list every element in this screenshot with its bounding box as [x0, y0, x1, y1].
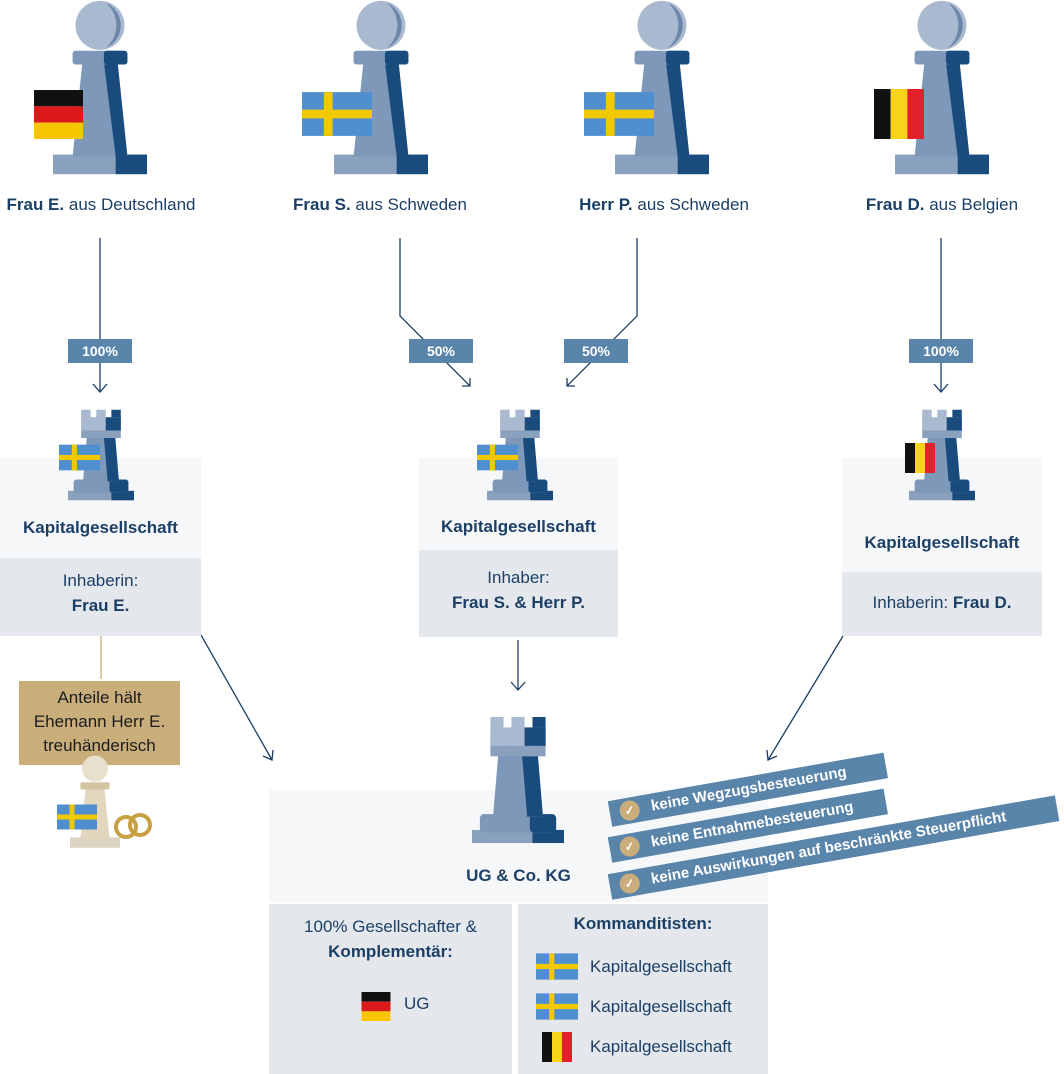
rook-icon [472, 716, 564, 844]
company-title: Kapitalgesellschaft [23, 518, 178, 537]
flag-sweden-icon [57, 804, 97, 830]
owner-name: Frau D. [952, 593, 1012, 612]
flag-sweden-icon [477, 444, 518, 471]
check-icon: ✓ [618, 834, 642, 859]
owner-label: Inhaberin: [62, 571, 139, 590]
general-partner-panel [269, 904, 512, 1074]
company-owner-box: Inhaberin: Frau D. [842, 572, 1042, 636]
flag-sweden-icon [536, 993, 578, 1020]
general-partner-entity: UG [404, 994, 430, 1013]
trustee-note: Anteile hält Ehemann Herr E. treuhänderi… [19, 681, 180, 765]
company-title: Kapitalgesellschaft [441, 517, 596, 536]
owner-label: Inhaberin: [872, 593, 949, 612]
flag-belgium-icon [905, 443, 935, 473]
company-owner-box: Inhaber: Frau S. & Herr P. [419, 550, 618, 637]
owner-label: Inhaber: [487, 568, 550, 587]
percentage-badge: 50% [409, 339, 473, 363]
limited-partners-title: Kommanditisten: [573, 914, 713, 933]
connector-lines [92, 238, 949, 761]
check-icon: ✓ [618, 871, 642, 896]
check-icon: ✓ [618, 798, 642, 823]
owner-name: Frau S. & Herr P. [452, 593, 585, 612]
person-label: Frau E. aus Deutschland [6, 195, 196, 214]
company-title: Kapitalgesellschaft [864, 533, 1020, 552]
husband-figure [57, 755, 152, 848]
flag-sweden-icon [59, 444, 100, 471]
pawn-icon [70, 755, 120, 848]
flag-germany-icon [361, 992, 391, 1021]
person-label: Frau S. aus Schweden [293, 195, 467, 214]
wedding-rings-icon [114, 813, 152, 839]
owner-name: Frau E. [71, 596, 130, 615]
percentage-badge: 100% [68, 339, 132, 363]
person-label: Frau D. aus Belgien [865, 195, 1019, 214]
general-partner-text: 100% Gesellschafter & Komplementär: [304, 917, 477, 961]
company-owner-box: Inhaberin: Frau E. [0, 558, 201, 636]
percentage-badge: 100% [909, 339, 973, 363]
flag-belgium-icon [542, 1032, 572, 1062]
percentage-badge: 50% [564, 339, 628, 363]
flag-sweden-icon [536, 953, 578, 980]
kg-title: UG & Co. KG [466, 866, 571, 885]
person-label: Herr P. aus Schweden [579, 195, 749, 214]
